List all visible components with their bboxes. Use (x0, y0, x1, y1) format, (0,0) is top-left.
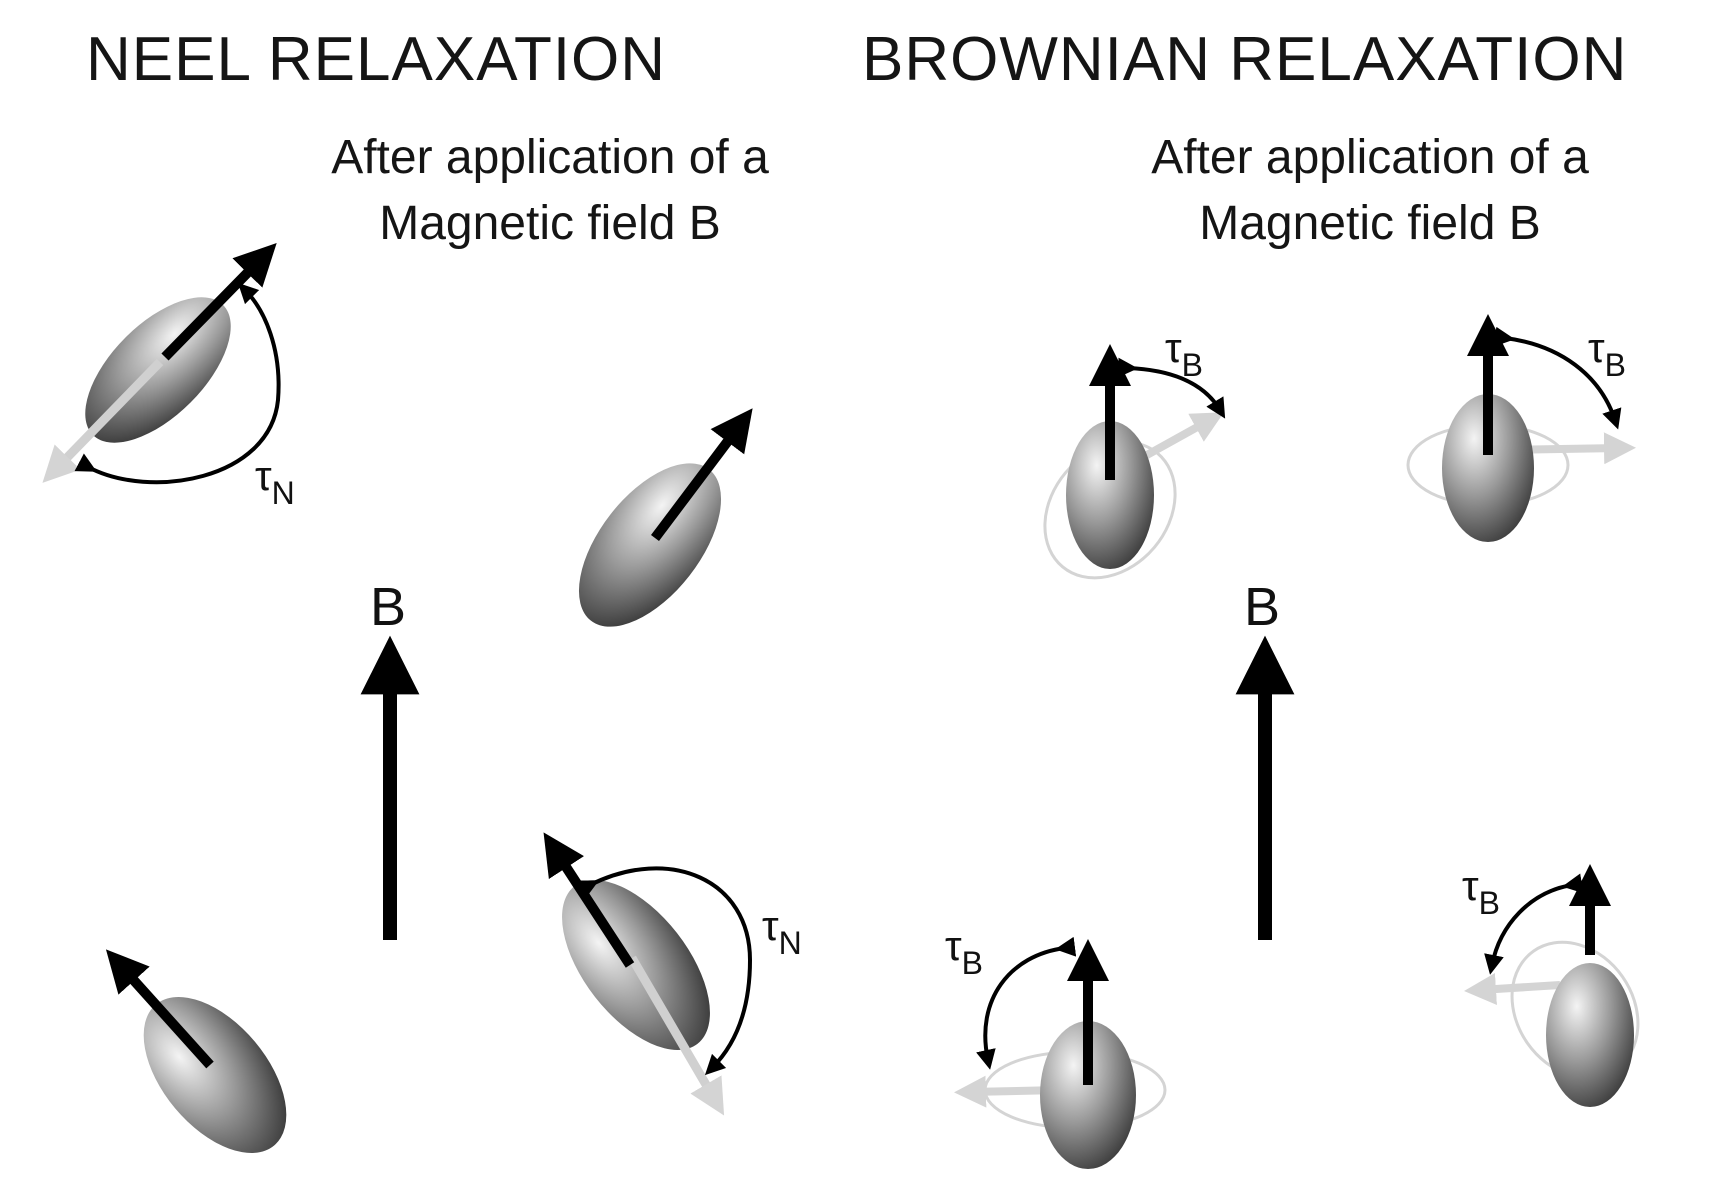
brownian-caption-line2: Magnetic field B (1199, 197, 1541, 250)
neel-tau-arc-4 (576, 866, 753, 1076)
brownian-tau-arc-3 (976, 936, 1077, 1070)
neel-tau-label-4: τN (762, 902, 802, 961)
brownian-field-arrow: B (1235, 577, 1295, 940)
brownian-field-label: B (1244, 577, 1280, 637)
neel-tau-arc-1 (74, 282, 281, 485)
brownian-tau-arc-4 (1484, 873, 1584, 975)
neel-particle-1: τN (42, 243, 295, 511)
brownian-tau-arc-2 (1493, 326, 1622, 430)
brownian-particle-1: τB (1043, 324, 1226, 580)
neel-field-label: B (370, 577, 406, 637)
neel-title: NEEL RELAXATION (86, 25, 667, 94)
neel-caption-line1: After application of a (331, 131, 769, 184)
brownian-tau-arc-1 (1117, 357, 1226, 419)
neel-particle-4: τN (543, 832, 802, 1116)
brownian-tau-label-3: τB (945, 922, 983, 981)
neel-field-arrow: B (360, 577, 420, 940)
neel-moment-arrow-3 (105, 949, 214, 1069)
brownian-field-caption: After application of a Magnetic field B (1090, 125, 1650, 257)
neel-caption-line2: Magnetic field B (379, 197, 721, 250)
brownian-caption-line1: After application of a (1151, 131, 1589, 184)
neel-particle-3 (105, 949, 287, 1154)
brownian-title: BROWNIAN RELAXATION (862, 25, 1628, 94)
brownian-particle-3: τB (945, 922, 1167, 1169)
brownian-tau-label-2: τB (1588, 324, 1626, 383)
brownian-ghost-moment-4 (1464, 973, 1561, 1005)
neel-particle-2 (578, 408, 753, 627)
brownian-particle-4: τB (1462, 862, 1640, 1107)
brownian-particle-2: τB (1406, 314, 1636, 542)
brownian-tau-label-1: τB (1165, 324, 1203, 383)
neel-moment-arrow-2 (651, 408, 753, 542)
neel-tau-label-1: τN (255, 452, 295, 511)
neel-field-caption: After application of a Magnetic field B (270, 125, 830, 257)
brownian-tau-label-4: τB (1462, 862, 1500, 921)
